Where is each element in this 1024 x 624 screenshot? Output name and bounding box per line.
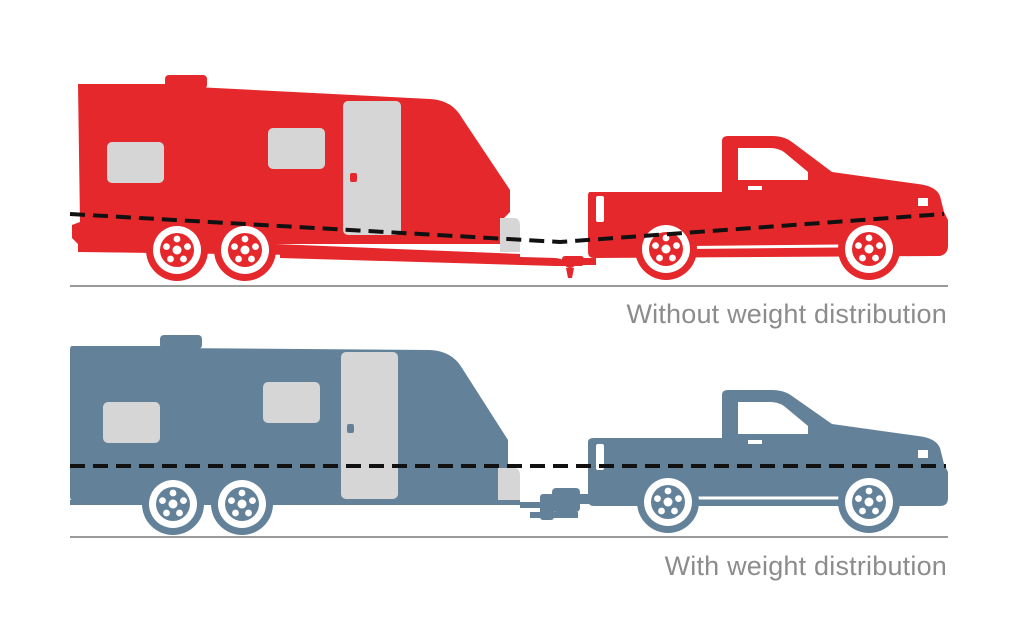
caravan-trailer (72, 75, 574, 281)
caption-with-weight-distribution: With weight distribution (664, 551, 947, 581)
scene-without-weight-distribution (69, 75, 948, 287)
weight-distribution-hitch (520, 488, 594, 520)
level-line-sagging (69, 212, 945, 245)
caravan-wheel-front (211, 473, 273, 535)
caption-without-weight-distribution: Without weight distribution (626, 299, 947, 329)
caravan-door (343, 101, 401, 235)
caravan-window-rear (107, 142, 164, 183)
truck-wheel-front (838, 218, 900, 280)
truck-wheel-rear (635, 218, 697, 280)
pickup-truck (588, 136, 948, 280)
caravan-wheel-front (214, 219, 276, 281)
caravan-wheel-rear (146, 219, 208, 281)
truck-wheel-rear (637, 471, 699, 533)
truck-window (738, 402, 808, 434)
scene-with-weight-distribution (70, 335, 948, 538)
caravan-trailer (70, 335, 520, 535)
truck-window (738, 148, 808, 180)
caravan-window-rear (103, 402, 160, 443)
ball-hitch (562, 256, 596, 278)
caravan-door (341, 352, 398, 499)
caravan-window-mid (268, 128, 325, 169)
caravan-wheel-rear (142, 473, 204, 535)
caravan-window-mid (263, 382, 320, 423)
pickup-truck (588, 390, 948, 533)
truck-wheel-front (838, 471, 900, 533)
